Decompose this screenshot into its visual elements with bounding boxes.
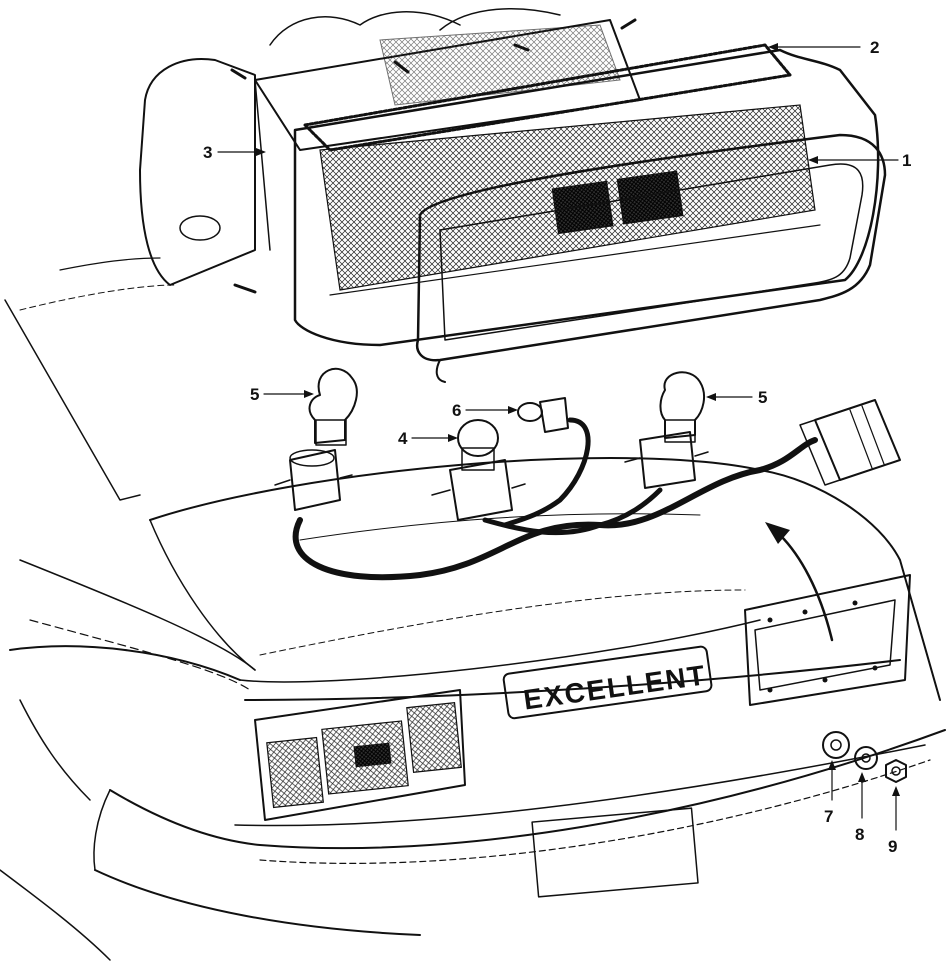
socket-right	[624, 431, 709, 489]
bulb-left	[308, 367, 358, 446]
harness-connector	[799, 399, 901, 486]
callout-8-label: 8	[855, 825, 864, 844]
tail-lamp-housing	[139, 8, 641, 294]
socket-middle	[431, 459, 526, 521]
callout-7: 7	[824, 760, 836, 826]
callout-4-label: 4	[398, 429, 408, 448]
lamp-gasket	[303, 43, 792, 152]
trunk-lid-outline	[149, 457, 941, 701]
callout-2: 2	[768, 38, 879, 57]
rear-bumper	[109, 729, 946, 850]
callout-7-label: 7	[824, 807, 833, 826]
callout-4: 4	[398, 429, 458, 448]
callout-9-label: 9	[888, 837, 897, 856]
mounting-studs	[230, 18, 637, 294]
callout-9: 9	[888, 786, 900, 856]
callout-2-label: 2	[870, 38, 879, 57]
callout-1: 1	[808, 151, 911, 170]
arrow-head	[765, 522, 790, 544]
lamp-bezel	[416, 133, 887, 362]
callout-8: 8	[855, 772, 866, 844]
tail-lamp-lens	[293, 48, 880, 347]
callout-5-right-label: 5	[758, 388, 767, 407]
callout-5-left-label: 5	[250, 385, 259, 404]
callout-3: 3	[203, 143, 266, 162]
callout-5-right: 5	[706, 388, 767, 407]
license-plate	[531, 807, 699, 898]
callout-3-label: 3	[203, 143, 212, 162]
callout-1-label: 1	[902, 151, 911, 170]
lamp-opening-right	[744, 574, 911, 706]
installed-tail-lamp-left	[254, 689, 466, 821]
callout-5-left: 5	[250, 385, 314, 404]
trunk-badge: EXCELLENT	[502, 645, 713, 720]
lamp-mounting-hardware	[822, 731, 907, 783]
bulb-right	[659, 371, 706, 443]
wiring-harness	[292, 417, 818, 581]
socket-left	[274, 449, 353, 511]
car-rear-body	[0, 457, 946, 961]
bulb-small	[517, 397, 569, 433]
callout-6: 6	[452, 401, 518, 420]
callout-6-label: 6	[452, 401, 461, 420]
install-direction-arrow	[778, 533, 834, 642]
